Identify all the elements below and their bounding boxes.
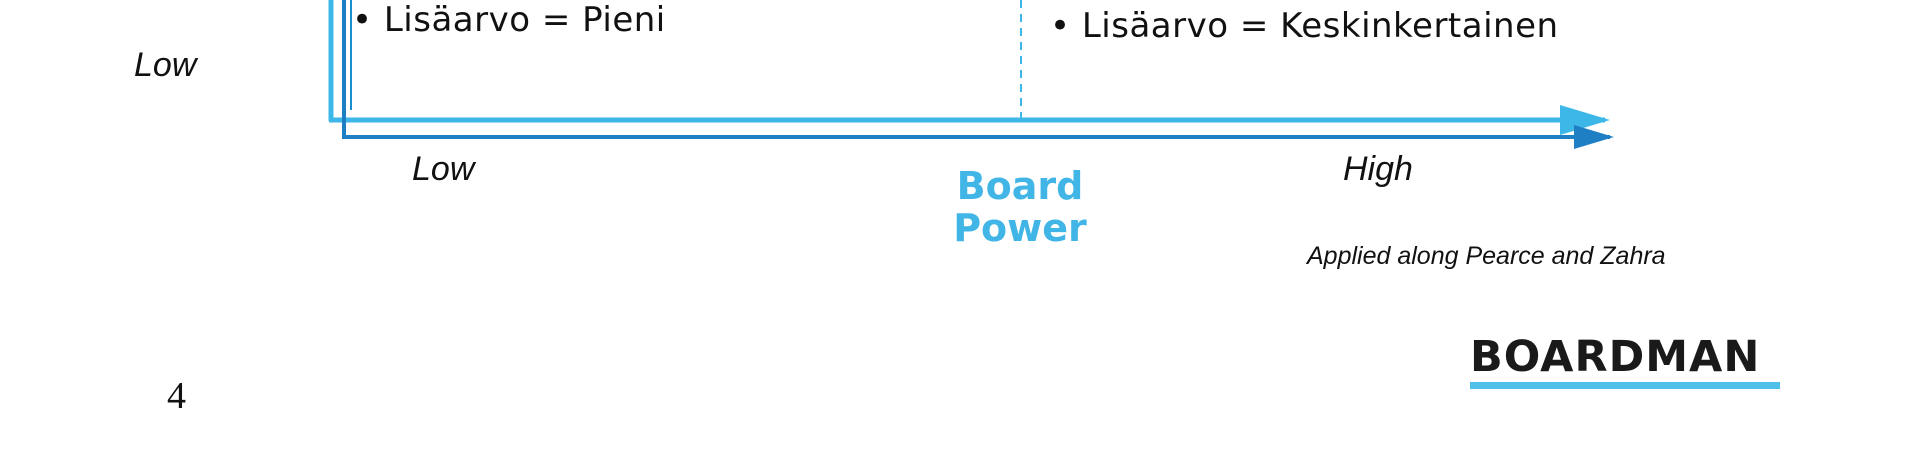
quadrant-high-low-bullet: • Lisäarvo = Keskinkertainen <box>1050 6 1559 46</box>
quadrant-low-low-bullet: • Lisäarvo = Pieni <box>352 0 666 40</box>
boardman-logo-underline <box>1470 382 1780 389</box>
boardman-logo: BOARDMAN <box>1470 332 1761 382</box>
y-axis-low-label: Low <box>134 46 197 84</box>
page-number: 4 <box>167 375 186 417</box>
x-axis-title-line2: Power <box>953 206 1087 250</box>
x-axis-title: Board Power <box>930 165 1110 249</box>
x-axis-high-label: High <box>1343 150 1413 188</box>
x-axis-title-line1: Board <box>956 164 1084 208</box>
credit-note: Applied along Pearce and Zahra <box>1307 242 1666 270</box>
x-axis-low-label: Low <box>412 150 475 188</box>
